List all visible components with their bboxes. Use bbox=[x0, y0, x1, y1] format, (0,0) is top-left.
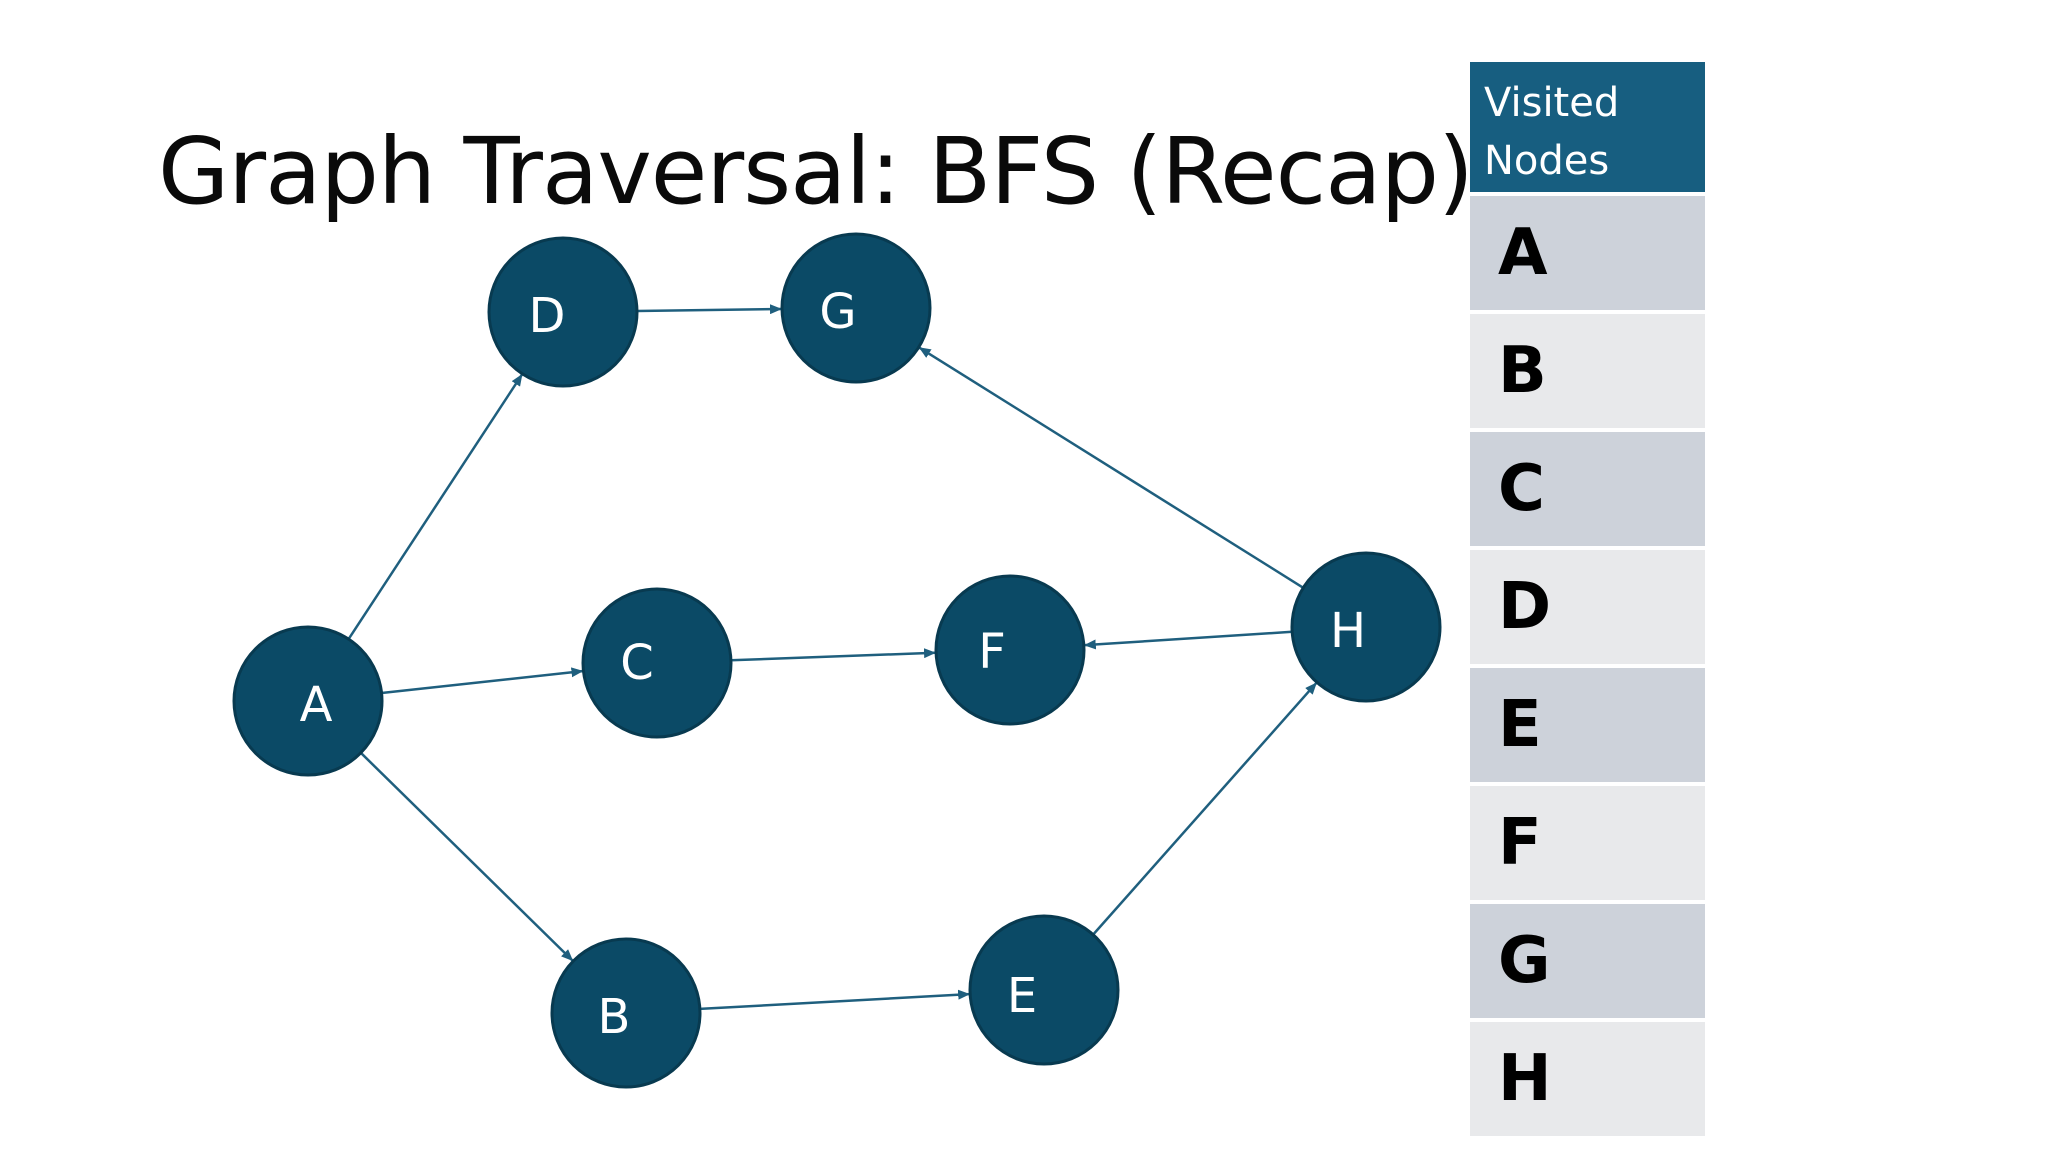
slide-title: Graph Traversal: BFS (Recap) bbox=[158, 118, 1474, 225]
node-circle bbox=[550, 937, 702, 1089]
node-label: D bbox=[529, 288, 566, 344]
visited-nodes-panel: Visited Nodes A B C D E F G H bbox=[1470, 62, 1705, 1140]
visited-node-row: D bbox=[1470, 550, 1705, 664]
graph-node-c: C bbox=[581, 587, 733, 739]
node-circle bbox=[232, 625, 384, 777]
visited-node-row: F bbox=[1470, 786, 1705, 900]
edge-h-to-f bbox=[1083, 630, 1293, 650]
visited-node-row: H bbox=[1470, 1022, 1705, 1136]
node-label: F bbox=[978, 624, 1006, 680]
node-label: G bbox=[819, 284, 856, 340]
graph-node-b: B bbox=[550, 937, 702, 1089]
node-label: E bbox=[1007, 968, 1037, 1024]
node-circle bbox=[1290, 551, 1442, 703]
graph-node-d: D bbox=[487, 236, 639, 388]
node-circle bbox=[487, 236, 639, 388]
node-label: C bbox=[620, 635, 654, 691]
edge-a-to-c bbox=[381, 667, 584, 695]
visited-header-line1: Visited bbox=[1484, 80, 1620, 126]
visited-node-row: C bbox=[1470, 432, 1705, 546]
node-circle bbox=[934, 574, 1086, 726]
node-label: A bbox=[300, 677, 333, 733]
node-circle bbox=[968, 914, 1120, 1066]
edge-d-to-g bbox=[636, 304, 783, 315]
visited-node-row: E bbox=[1470, 668, 1705, 782]
edge-b-to-e bbox=[699, 989, 971, 1011]
graph-node-f: F bbox=[934, 574, 1086, 726]
visited-node-row: B bbox=[1470, 314, 1705, 428]
graph-diagram: A B C D E F G H bbox=[232, 232, 1442, 1089]
edges-layer bbox=[347, 304, 1318, 1011]
graph-node-g: G bbox=[780, 232, 932, 384]
visited-nodes-header: Visited Nodes bbox=[1470, 62, 1705, 192]
visited-node-row: A bbox=[1470, 196, 1705, 310]
graph-node-a: A bbox=[232, 625, 384, 777]
edge-c-to-f bbox=[730, 648, 937, 662]
visited-header-line2: Nodes bbox=[1484, 138, 1610, 184]
node-circle bbox=[780, 232, 932, 384]
visited-node-row: G bbox=[1470, 904, 1705, 1018]
node-label: B bbox=[598, 989, 631, 1045]
graph-node-h: H bbox=[1290, 551, 1442, 703]
edge-a-to-b bbox=[359, 751, 574, 962]
edge-a-to-d bbox=[347, 373, 523, 640]
graph-node-e: E bbox=[968, 914, 1120, 1066]
visited-nodes-list: A B C D E F G H bbox=[1470, 196, 1705, 1136]
nodes-layer: A B C D E F G H bbox=[232, 232, 1442, 1089]
edge-h-to-g bbox=[918, 346, 1304, 589]
edge-e-to-h bbox=[1092, 682, 1318, 936]
node-label: H bbox=[1330, 603, 1366, 659]
node-circle bbox=[581, 587, 733, 739]
